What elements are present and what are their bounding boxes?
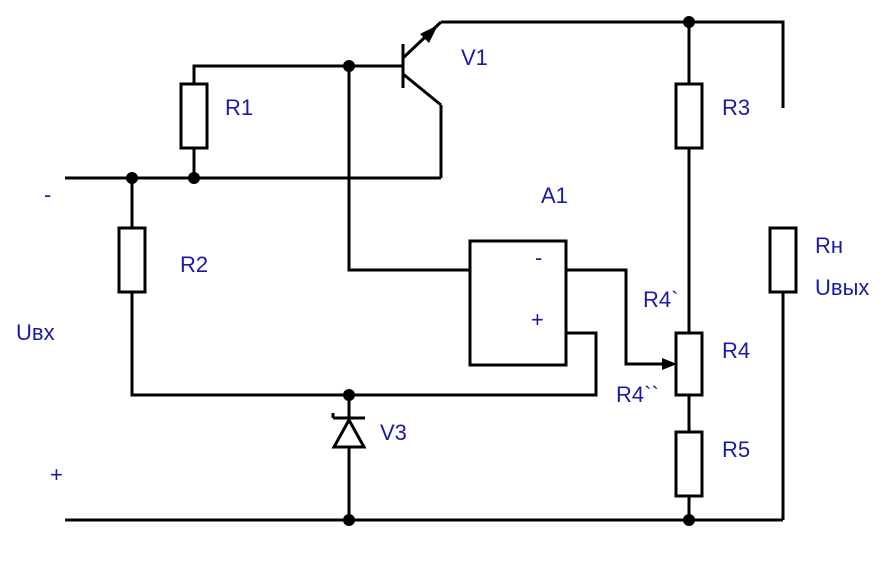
resistor-r5 [674, 430, 704, 498]
zener-triangle-icon [331, 416, 367, 449]
input-minus-sign: - [44, 182, 51, 207]
label-a1: A1 [541, 183, 568, 208]
potentiometer-r4 [674, 331, 704, 397]
transistor-arrow-icon [420, 25, 438, 43]
junction-dot [343, 389, 355, 401]
label-r4: R4 [722, 338, 750, 363]
label-v3: V3 [380, 420, 407, 445]
junction-dots [126, 16, 695, 526]
resistor-r1 [179, 82, 209, 150]
wire-base-to-opamp [347, 66, 470, 272]
junction-dot [683, 514, 695, 526]
zener-diode-v3 [331, 413, 367, 449]
label-r4-upper: R4` [643, 287, 678, 312]
junction-dot [343, 60, 355, 72]
wiper-arrow-icon [662, 358, 677, 370]
resistor-rn [768, 226, 798, 294]
label-r5: R5 [722, 437, 750, 462]
opamp-a1 [468, 239, 568, 367]
label-rn: Rн [815, 233, 843, 258]
junction-dot [188, 172, 200, 184]
label-r2: R2 [180, 252, 208, 277]
wire-r2-bottom [130, 292, 598, 397]
label-uin: Uвх [16, 320, 55, 345]
resistor-r3 [674, 82, 704, 150]
opamp-plus-sign: + [531, 307, 544, 332]
junction-dot [683, 16, 695, 28]
label-uout: Uвых [815, 275, 869, 300]
input-plus-sign: + [50, 462, 63, 487]
wire-base [192, 64, 403, 84]
junction-dot [126, 172, 138, 184]
label-r4-lower: R4`` [616, 382, 659, 407]
label-r1: R1 [225, 95, 253, 120]
transistor-v1 [401, 20, 443, 107]
label-r3: R3 [722, 95, 750, 120]
label-v1: V1 [461, 45, 488, 70]
wires [65, 20, 785, 522]
resistor-r2 [117, 226, 147, 294]
wire-opamp-minus-to-wiper [566, 268, 668, 366]
wire-top-rail [441, 20, 785, 108]
opamp-minus-sign: - [535, 245, 542, 270]
transistor-emitter [402, 72, 442, 107]
junction-dot [343, 514, 355, 526]
